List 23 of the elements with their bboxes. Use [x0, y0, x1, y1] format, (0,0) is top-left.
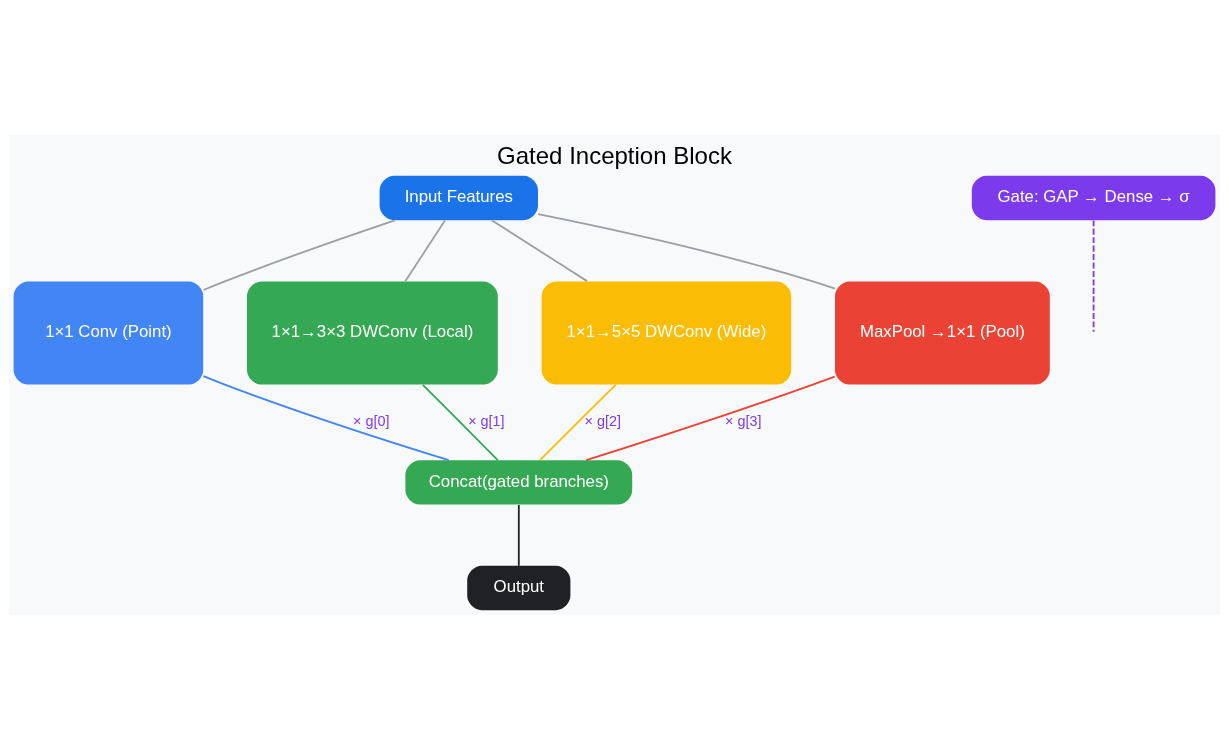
- connector: [1092, 219, 1095, 333]
- edge-label: × g[3]: [725, 412, 762, 429]
- connector: [202, 374, 450, 461]
- diagram-title: Gated Inception Block: [497, 141, 732, 169]
- connector: [517, 503, 520, 567]
- connector: [585, 375, 836, 461]
- connector: [421, 383, 499, 461]
- node-box: 1×1→5×5 DWConv (Wide): [541, 280, 792, 385]
- node-box: Concat(gated branches): [405, 459, 633, 505]
- connector: [539, 383, 617, 461]
- node-box: Output: [467, 565, 571, 610]
- edge-label: × g[1]: [468, 412, 505, 429]
- node-box: 1×1→3×3 DWConv (Local): [247, 280, 498, 385]
- edge-label: × g[2]: [584, 412, 621, 429]
- connector: [490, 218, 588, 282]
- node-box: 1×1 Conv (Point): [13, 280, 204, 385]
- node-box: MaxPool →1×1 (Pool): [835, 280, 1050, 385]
- connector: [537, 212, 836, 290]
- connector: [404, 219, 446, 282]
- connector: [202, 218, 396, 291]
- node-box: Gate: GAP → Dense → σ: [971, 175, 1216, 220]
- node-box: Input Features: [379, 175, 538, 220]
- edge-label: × g[0]: [353, 412, 390, 429]
